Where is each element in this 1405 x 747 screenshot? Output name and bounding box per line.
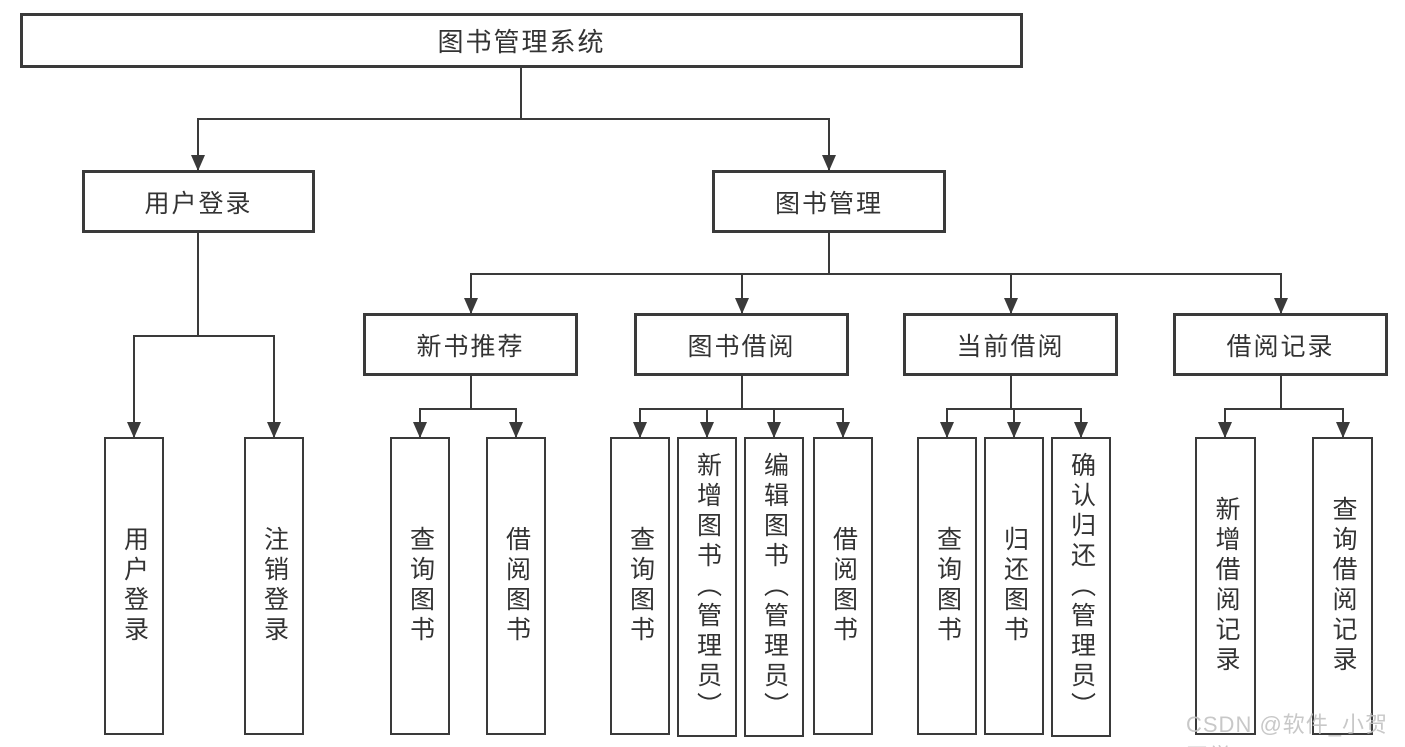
leaf-query-borrow-record: 查询借阅记录 xyxy=(1312,437,1373,735)
connector-arrow-icon xyxy=(509,408,523,438)
leaf-query-books-recommend: 查询图书 xyxy=(390,437,450,735)
connector-arrow-icon xyxy=(1004,273,1018,314)
connector-line xyxy=(197,118,830,120)
connector-arrow-icon xyxy=(1274,273,1288,314)
connector-arrow-icon xyxy=(413,408,427,438)
connector-arrow-icon xyxy=(1218,408,1232,438)
leaf-add-borrow-record: 新增借阅记录 xyxy=(1195,437,1256,735)
connector-line xyxy=(419,408,517,410)
connector-arrow-icon xyxy=(940,408,954,438)
connector-arrow-icon xyxy=(700,408,714,438)
connector-line xyxy=(133,335,275,337)
connector-arrow-icon xyxy=(1007,408,1021,438)
connector-arrow-icon xyxy=(191,118,205,171)
connector-arrow-icon xyxy=(267,335,281,438)
leaf-user-login: 用户登录 xyxy=(104,437,164,735)
connector-line xyxy=(520,68,522,118)
connector-line xyxy=(1224,408,1343,410)
node-borrow-records: 借阅记录 xyxy=(1173,313,1388,376)
node-root: 图书管理系统 xyxy=(20,13,1023,68)
node-book-management: 图书管理 xyxy=(712,170,946,233)
leaf-query-books-borrow: 查询图书 xyxy=(610,437,670,735)
leaf-borrow-books: 借阅图书 xyxy=(813,437,873,735)
leaf-return-book: 归还图书 xyxy=(984,437,1044,735)
leaf-borrow-books-recommend: 借阅图书 xyxy=(486,437,546,735)
connector-arrow-icon xyxy=(836,408,850,438)
watermark: CSDN @软件_小贺同学 xyxy=(1186,712,1389,747)
node-user-login: 用户登录 xyxy=(82,170,315,233)
node-current-borrow: 当前借阅 xyxy=(903,313,1118,376)
connector-arrow-icon xyxy=(1074,408,1088,438)
connector-line xyxy=(639,408,844,410)
connector-arrow-icon xyxy=(127,335,141,438)
connector-line xyxy=(470,273,1281,275)
connector-line xyxy=(741,376,743,408)
connector-arrow-icon xyxy=(767,408,781,438)
node-new-book-recommend: 新书推荐 xyxy=(363,313,578,376)
connector-arrow-icon xyxy=(633,408,647,438)
connector-arrow-icon xyxy=(735,273,749,314)
connector-line xyxy=(828,233,830,273)
leaf-logout: 注销登录 xyxy=(244,437,304,735)
connector-line xyxy=(470,376,472,408)
connector-arrow-icon xyxy=(822,118,836,171)
leaf-query-books-current: 查询图书 xyxy=(917,437,977,735)
connector-arrow-icon xyxy=(464,273,478,314)
leaf-add-book-admin: 新增图书（管理员） xyxy=(677,437,737,737)
connector-line xyxy=(1280,376,1282,408)
connector-line xyxy=(1010,376,1012,408)
node-book-borrow: 图书借阅 xyxy=(634,313,849,376)
connector-line xyxy=(197,233,199,335)
leaf-confirm-return-admin: 确认归还（管理员） xyxy=(1051,437,1111,737)
connector-arrow-icon xyxy=(1336,408,1350,438)
leaf-edit-book-admin: 编辑图书（管理员） xyxy=(744,437,804,737)
